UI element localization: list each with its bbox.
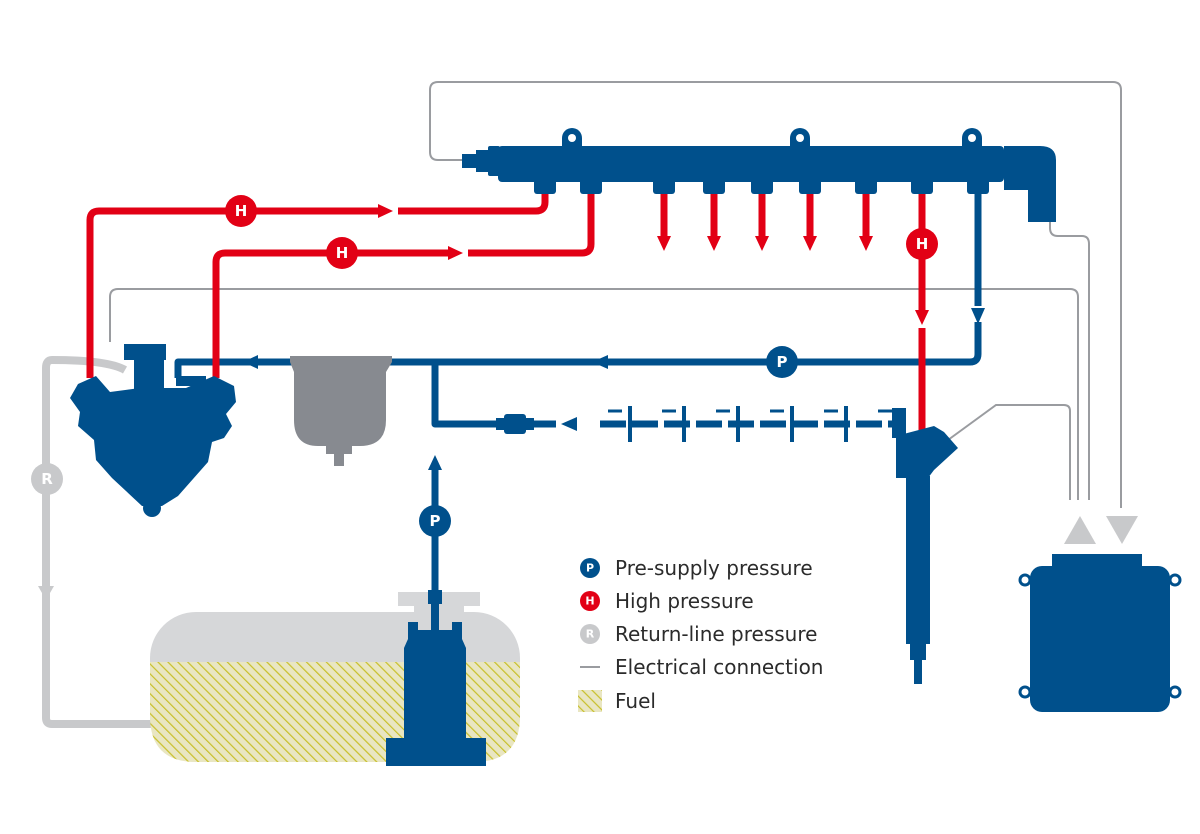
svg-text:Electrical connection: Electrical connection	[615, 655, 823, 679]
high-pressure-badge-1: H	[225, 195, 257, 227]
svg-text:P: P	[586, 562, 594, 575]
high-pressure-lines	[86, 190, 926, 440]
high-pressure-pump	[70, 344, 236, 517]
legend: P Pre-supply pressure H High pressure R …	[578, 556, 823, 713]
svg-text:H: H	[585, 595, 594, 608]
svg-text:H: H	[916, 235, 929, 253]
legend-item-electrical: Electrical connection	[580, 655, 823, 679]
hp-line-2-a	[212, 249, 450, 378]
common-rail	[462, 128, 1056, 222]
svg-text:Fuel: Fuel	[615, 689, 656, 713]
fuel-filter	[290, 356, 392, 466]
electrical-connections	[109, 81, 1122, 508]
pre-supply-badge-tank: P	[419, 505, 451, 537]
ecu-input-arrow	[1064, 516, 1096, 544]
high-pressure-badge-3: H	[906, 228, 938, 260]
return-line-arrow	[38, 586, 54, 600]
supply-line-main	[390, 322, 982, 366]
high-pressure-arrows	[378, 204, 929, 325]
electrical-wire-pump	[109, 288, 1079, 500]
svg-text:Return-line pressure: Return-line pressure	[615, 622, 817, 646]
svg-text:R: R	[586, 628, 595, 641]
supply-line-filter-to-pump-b	[174, 358, 246, 378]
pre-supply-arrows	[243, 308, 985, 470]
return-line	[42, 356, 152, 728]
leak-line-stubs	[608, 406, 896, 442]
ecu	[1018, 516, 1182, 712]
electrical-wire-injector	[947, 404, 1071, 500]
svg-text:R: R	[41, 470, 53, 488]
leak-line-connector	[496, 414, 534, 434]
svg-text:P: P	[777, 353, 788, 371]
hp-line-2-b	[468, 190, 595, 257]
hp-line-1-a	[86, 207, 380, 378]
svg-text:High pressure: High pressure	[615, 589, 754, 613]
legend-item-high: H High pressure	[580, 589, 754, 613]
return-pressure-badge: R	[31, 463, 63, 495]
ecu-output-arrow	[1106, 516, 1138, 544]
svg-text:H: H	[336, 244, 349, 262]
hp-line-1-b	[398, 190, 549, 215]
high-pressure-badge-2: H	[326, 237, 358, 269]
svg-text:P: P	[430, 512, 441, 530]
svg-text:H: H	[235, 202, 248, 220]
injector	[892, 408, 958, 684]
electrical-wire-rail-sensor	[429, 81, 1122, 508]
electrical-wire-pressure-valve	[1049, 220, 1090, 500]
leak-line-injector	[431, 362, 500, 428]
rail-lug-holes	[568, 134, 976, 142]
electric-fuel-pump	[386, 590, 486, 766]
legend-item-fuel: Fuel	[578, 689, 656, 713]
legend-item-return: R Return-line pressure	[580, 622, 817, 646]
legend-item-pre-supply: P Pre-supply pressure	[580, 556, 813, 580]
svg-text:Pre-supply pressure: Pre-supply pressure	[615, 556, 813, 580]
pre-supply-badge-main: P	[766, 346, 798, 378]
